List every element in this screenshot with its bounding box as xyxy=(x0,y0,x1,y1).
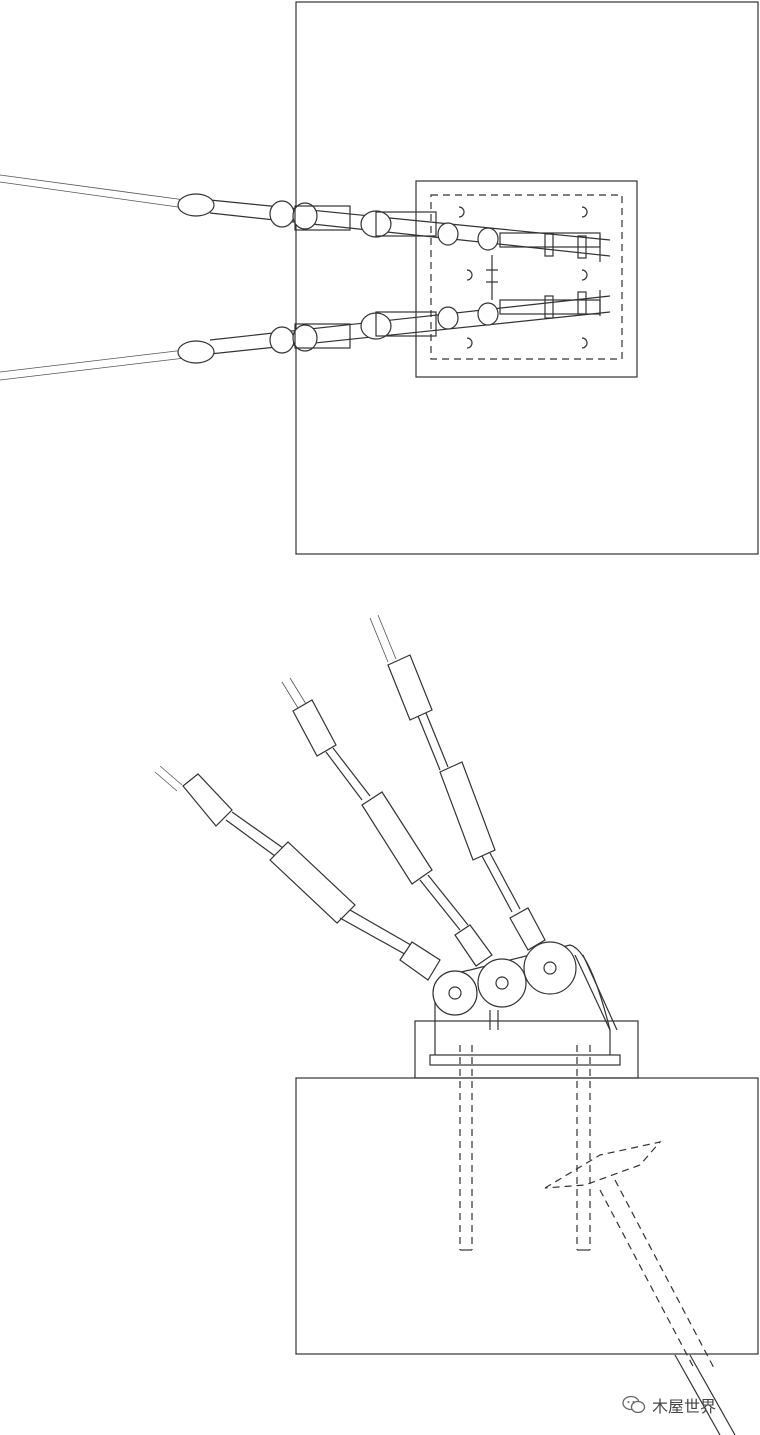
top-plate-dashed-outline xyxy=(430,194,623,360)
top-cable-upper xyxy=(0,174,611,262)
hinge-pin-2 xyxy=(477,958,527,1008)
side-post-outline xyxy=(295,1077,759,1355)
rod-3-turnbuckle xyxy=(439,761,496,861)
top-base-plate xyxy=(415,180,638,378)
top-bolt-marks xyxy=(458,206,588,349)
hinge-pin-1 xyxy=(432,970,478,1016)
side-base-block xyxy=(414,1020,639,1079)
top-cable-lower xyxy=(0,290,611,381)
side-base-plate xyxy=(429,1054,621,1066)
rod-1-socket xyxy=(182,773,233,827)
rod-1-turnbuckle xyxy=(269,841,356,924)
watermark: 木屋世界 xyxy=(622,1393,716,1417)
top-upper-fitting-1 xyxy=(177,193,215,217)
rod-1-end xyxy=(399,941,441,981)
top-upper-fitting-2 xyxy=(269,200,295,228)
hinge-pin-3 xyxy=(523,941,577,995)
rod-3-socket xyxy=(387,654,433,721)
side-view xyxy=(154,614,759,1435)
rod-2-socket xyxy=(292,699,337,757)
top-view xyxy=(0,1,759,555)
watermark-text: 木屋世界 xyxy=(652,1397,717,1416)
wechat-icon xyxy=(622,1395,646,1414)
side-anchor-bolts xyxy=(459,1045,591,1251)
top-lower-fitting-2 xyxy=(269,326,295,354)
side-hidden-member xyxy=(544,1141,736,1435)
side-rod-3 xyxy=(369,614,546,951)
rod-3-end xyxy=(509,907,546,951)
top-lower-fitting-1 xyxy=(177,340,215,364)
top-post-outline xyxy=(295,1,759,555)
side-rod-1 xyxy=(154,765,441,981)
side-rod-2 xyxy=(281,677,493,967)
rod-2-turnbuckle xyxy=(361,791,433,885)
side-hinge-bracket xyxy=(432,941,618,1055)
rod-2-end xyxy=(454,924,493,967)
